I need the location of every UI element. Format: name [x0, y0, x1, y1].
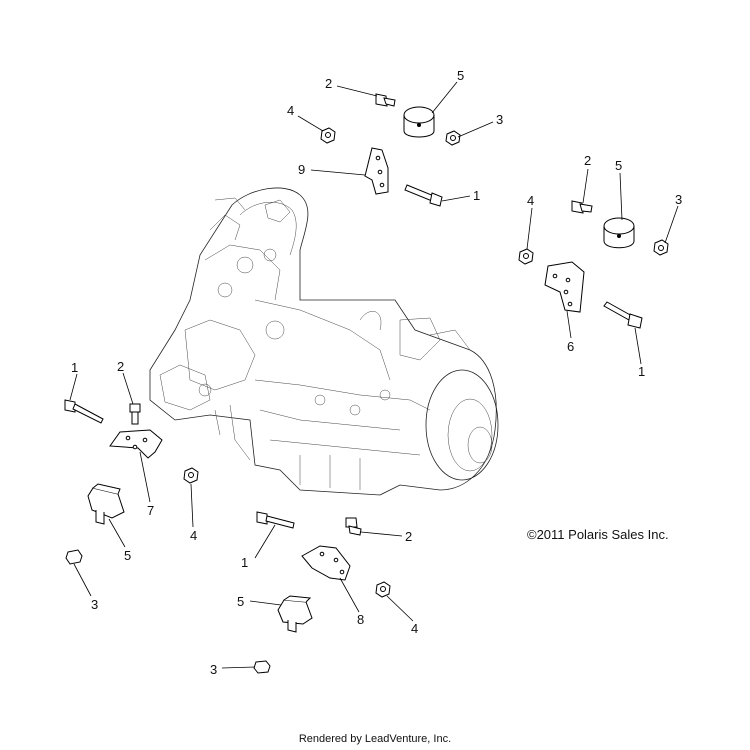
- long-bolt-right: [603, 301, 643, 329]
- long-bolt-lower: [256, 511, 295, 529]
- washer-lower: [253, 660, 271, 674]
- copyright-notice: ©2011 Polaris Sales Inc.: [527, 527, 669, 542]
- left-mount-group: [64, 399, 199, 565]
- callout-label: 2: [405, 529, 412, 544]
- callout-label: 3: [675, 192, 682, 207]
- callout-label: 1: [638, 364, 645, 379]
- callout-label: 5: [237, 594, 244, 609]
- long-bolt-left: [64, 399, 104, 424]
- callout-label: 5: [457, 68, 464, 83]
- callout-label: 7: [147, 503, 154, 518]
- rendered-by-footer: Rendered by LeadVenture, Inc.: [298, 733, 452, 745]
- callout-label: 1: [71, 360, 78, 375]
- bracket-6: [544, 261, 585, 313]
- callout-label: 8: [357, 612, 364, 627]
- callout-label: 2: [325, 76, 332, 91]
- nut-left-center: [183, 467, 199, 484]
- rubber-mount-upper: [403, 106, 435, 138]
- washer-left: [65, 549, 83, 565]
- bracket-7: [109, 429, 163, 459]
- callout-label: 5: [615, 158, 622, 173]
- callout-label: 2: [584, 153, 591, 168]
- engine-transmission-assembly: [149, 187, 499, 496]
- nut-upper-left: [320, 127, 336, 144]
- bolt-short-right: [571, 200, 593, 214]
- callout-label: 4: [527, 193, 534, 208]
- callout-label: 6: [567, 339, 574, 354]
- bolt-short-lower: [345, 517, 362, 536]
- callout-label: 3: [496, 112, 503, 127]
- rubber-mount-right: [603, 217, 635, 249]
- callout-label: 4: [190, 528, 197, 543]
- bolt-short-upper: [375, 93, 396, 107]
- nut-lower: [375, 581, 391, 598]
- long-bolt-upper: [404, 184, 443, 207]
- nut-right-left: [518, 248, 534, 265]
- callout-label: 3: [210, 662, 217, 677]
- nut-upper-right: [445, 130, 461, 146]
- callout-leaders: [69, 81, 679, 669]
- bracket-9: [364, 147, 389, 195]
- rubber-mount-left: [87, 483, 125, 525]
- callout-label: 9: [298, 162, 305, 177]
- lower-mount-group: [253, 511, 391, 674]
- rubber-mount-lower: [277, 595, 313, 633]
- bolt-short-left: [129, 403, 141, 425]
- nut-right: [653, 239, 669, 256]
- upper-mount-group: [320, 93, 461, 207]
- bracket-8: [301, 545, 351, 581]
- callout-label: 2: [117, 359, 124, 374]
- callout-label: 1: [241, 555, 248, 570]
- callout-label: 5: [124, 548, 131, 563]
- right-mount-group: [518, 200, 669, 329]
- callout-label: 4: [287, 103, 294, 118]
- callout-labels: 2 5 4 3 9 1 2 5 4 3 6 1 1 2 7 5 4 3 1 2 …: [71, 68, 682, 677]
- callout-label: 1: [473, 188, 480, 203]
- callout-label: 4: [411, 621, 418, 636]
- callout-label: 3: [91, 597, 98, 612]
